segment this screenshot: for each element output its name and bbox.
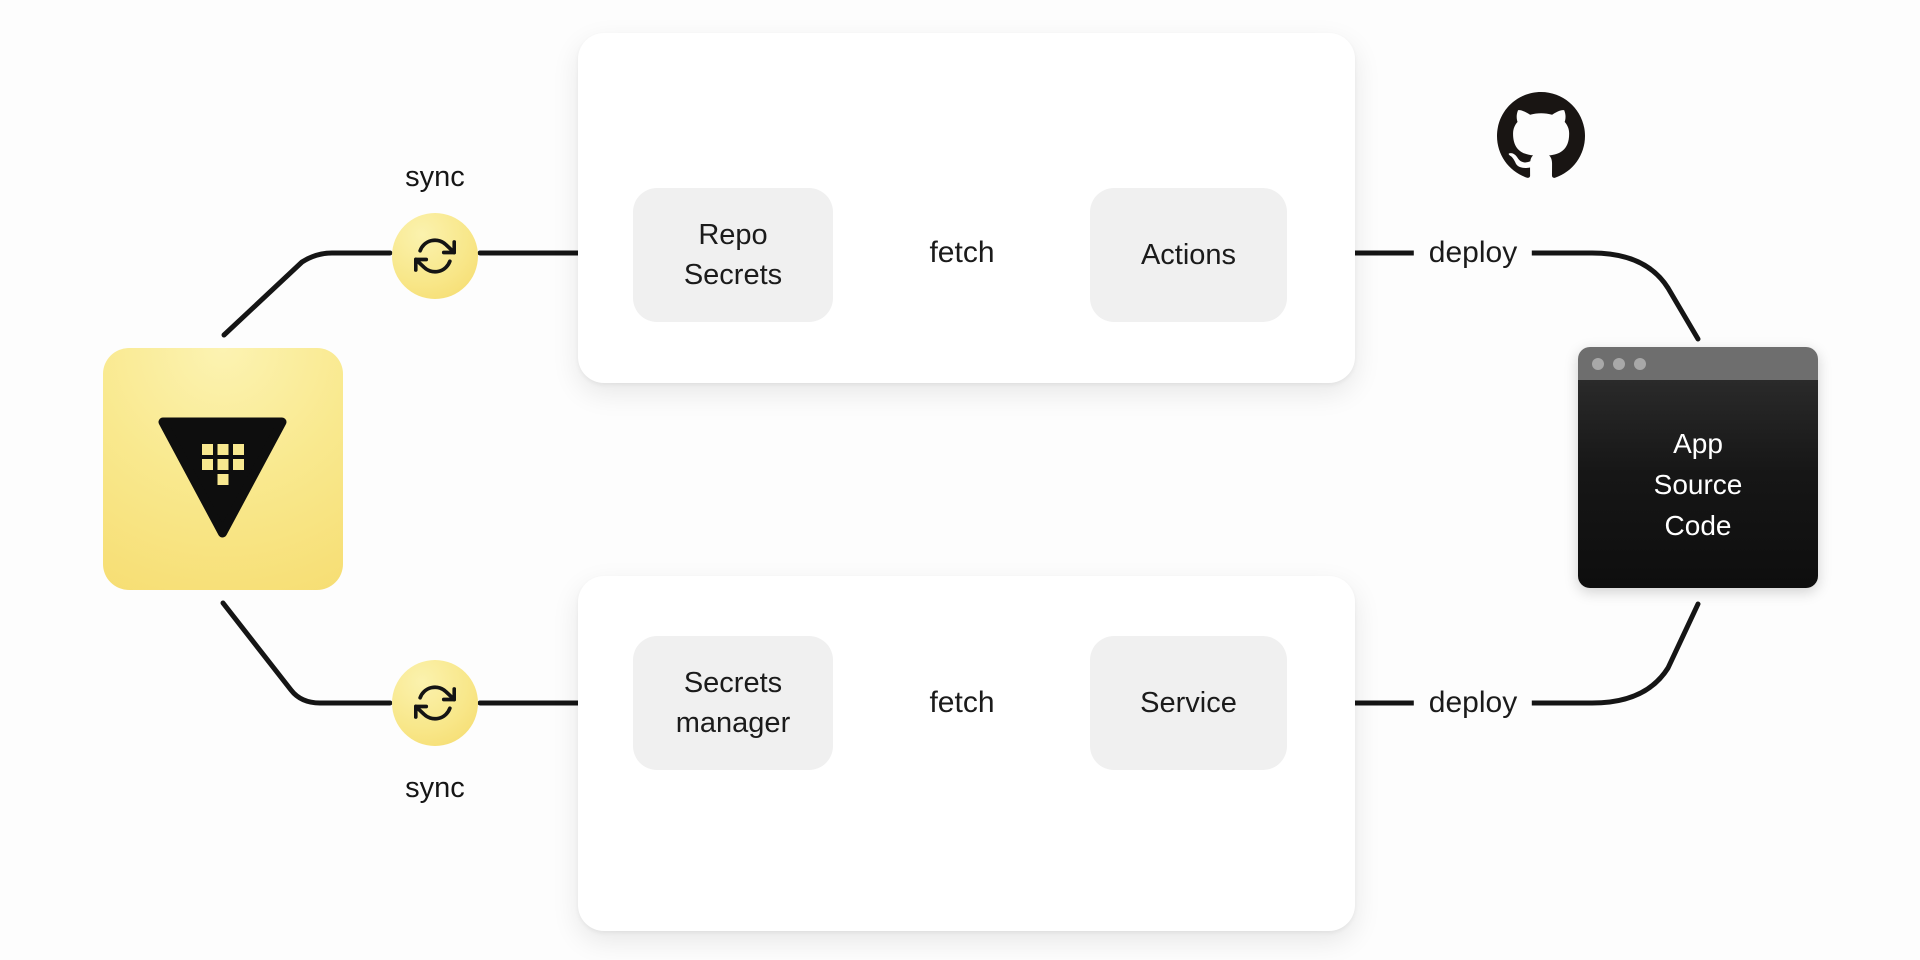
connector-deploy-top bbox=[1315, 250, 1701, 342]
fetch-label-bottom: fetch bbox=[914, 682, 1010, 724]
window-body: App Source Code bbox=[1578, 380, 1818, 588]
window-dot-icon bbox=[1592, 357, 1604, 370]
deploy-label-bottom: deploy bbox=[1413, 682, 1533, 724]
node-secrets-manager: Secrets manager bbox=[633, 636, 833, 770]
app-window-line: Code bbox=[1664, 509, 1732, 541]
node-repo-secrets-label: Repo Secrets bbox=[683, 219, 783, 291]
sync-label-top: sync bbox=[405, 161, 465, 193]
github-octocat-icon bbox=[1497, 92, 1585, 178]
sync-node-bottom bbox=[392, 660, 478, 746]
node-actions-label: Actions bbox=[1140, 239, 1237, 271]
refresh-arrows-icon bbox=[414, 238, 456, 274]
deploy-label-top: deploy bbox=[1413, 232, 1533, 274]
refresh-arrows-icon bbox=[414, 685, 456, 721]
window-dot-icon bbox=[1613, 357, 1625, 370]
node-repo-secrets: Repo Secrets bbox=[633, 188, 833, 322]
node-actions: Actions bbox=[1090, 188, 1287, 322]
node-service: Service bbox=[1090, 636, 1287, 770]
fetch-label-top: fetch bbox=[914, 232, 1010, 274]
app-window-line: App bbox=[1673, 427, 1723, 459]
app-window-line: Source bbox=[1653, 468, 1743, 500]
triangle-grid-logo-icon bbox=[158, 417, 287, 538]
connector-deploy-bottom bbox=[1315, 601, 1701, 706]
sync-label-bottom: sync bbox=[405, 772, 465, 804]
secrets-platform-logo bbox=[103, 348, 343, 590]
app-source-code-window: App Source Code bbox=[1578, 347, 1818, 588]
window-titlebar bbox=[1578, 347, 1818, 380]
connector-brand-to-sync-bottom bbox=[220, 600, 393, 706]
window-dot-icon bbox=[1634, 357, 1646, 370]
node-secrets-manager-label: Secrets manager bbox=[675, 667, 791, 739]
sync-node-top bbox=[392, 213, 478, 299]
node-service-label: Service bbox=[1140, 687, 1237, 719]
connector-brand-to-sync-top bbox=[221, 250, 393, 338]
